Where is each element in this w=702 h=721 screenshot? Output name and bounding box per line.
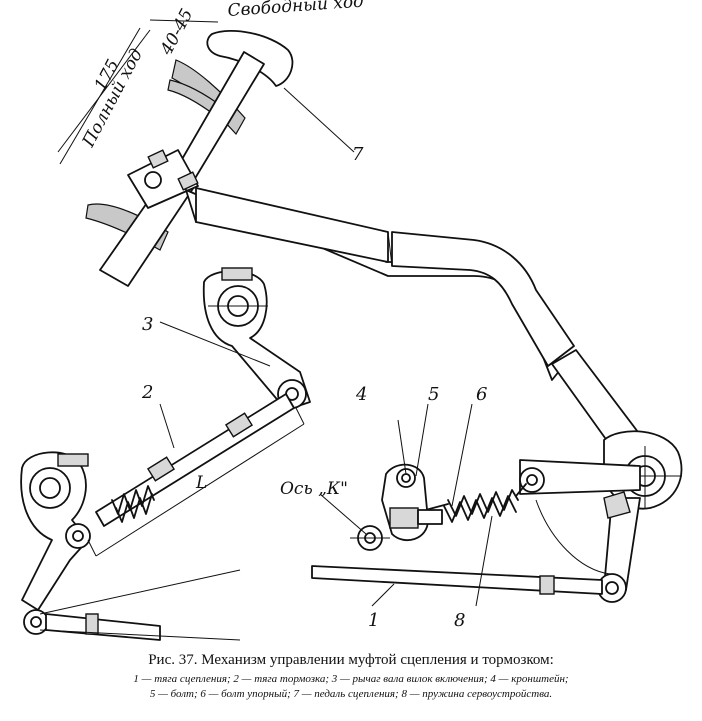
- clutch-rod-1: [39, 565, 603, 641]
- callout-6: 6: [476, 384, 487, 405]
- shift-lever-3: [202, 267, 311, 411]
- callout-1: 1: [368, 610, 379, 631]
- axis-k-label: Ось „К": [280, 479, 348, 499]
- clutch-pedal-7: [99, 30, 294, 287]
- brake-rod-2: [95, 393, 295, 527]
- callout-8: 8: [454, 610, 465, 631]
- pedal-shaft-tube: [185, 187, 645, 457]
- servo-lever: [519, 459, 641, 495]
- caption-legend-line-2: 5 — болт; 6 — болт упорный; 7 — педаль с…: [149, 688, 553, 700]
- free-travel-value: 40-45: [156, 6, 197, 60]
- free-travel-label: Свободный ход: [227, 0, 365, 21]
- callout-4: 4: [355, 384, 367, 405]
- caption-legend-line-1: 1 — тяга сцепления; 2 — тяга тормозка; 3…: [133, 673, 569, 685]
- dimension-lines: [57, 19, 493, 607]
- callout-3: 3: [142, 314, 153, 335]
- pedal-pivot-bracket: [535, 430, 683, 603]
- bracket-4: [350, 463, 443, 551]
- caption-title: Рис. 37. Механизм управлении муфтой сцеп…: [148, 652, 554, 668]
- figure-caption: Рис. 37. Механизм управлении муфтой сцеп…: [0, 652, 702, 702]
- servo-spring-8: [417, 483, 527, 523]
- callout-2: 2: [141, 382, 153, 403]
- callout-7: 7: [352, 144, 364, 165]
- brake-lever: [20, 451, 91, 635]
- dimension-L-label: L: [195, 473, 207, 493]
- callout-5: 5: [428, 384, 439, 405]
